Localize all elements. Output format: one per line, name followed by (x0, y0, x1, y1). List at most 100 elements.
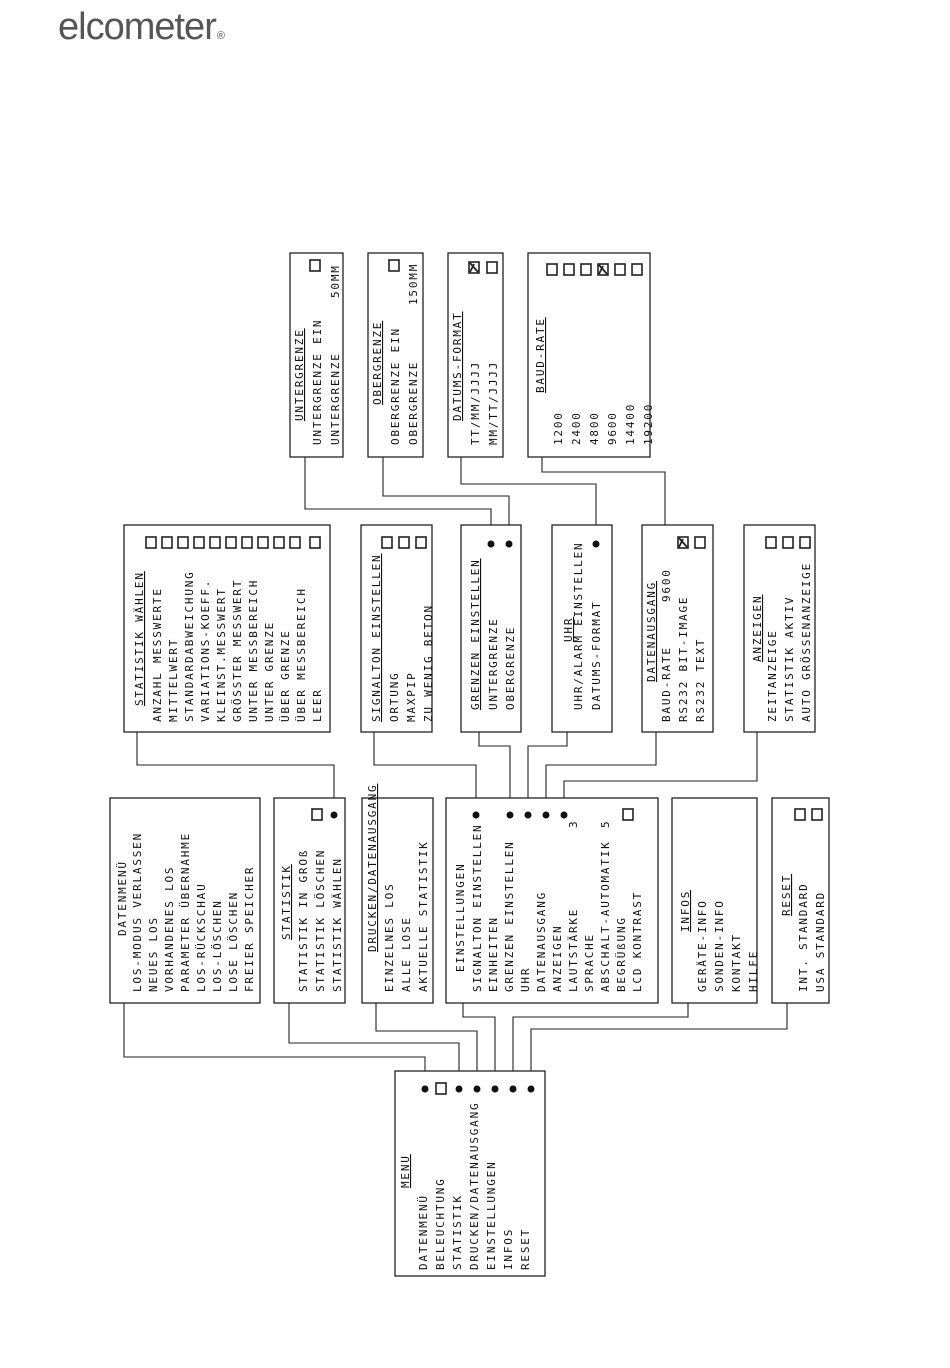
signalton-checkbox-1-icon[interactable] (381, 536, 393, 549)
statistik-waehlen-checkbox-5-icon[interactable] (209, 536, 221, 549)
baudrate-item-3[interactable]: 4800 (588, 411, 601, 445)
obergrenze-item-2[interactable]: OBERGRENZE (407, 361, 420, 445)
baudrate-item-4[interactable]: 9600 (606, 411, 619, 445)
reset-item-1[interactable]: INT. STANDARD (797, 883, 810, 993)
menu-item-drucken[interactable]: DRUCKEN/DATENAUSGANG (468, 1102, 481, 1270)
statistik-checkbox-icon[interactable] (311, 808, 323, 821)
einstellungen-item-5[interactable]: DATENAUSGANG (535, 891, 548, 992)
anzeigen-item-1[interactable]: ZEITANZEIGE (766, 629, 779, 722)
baudrate-checkbox-2-icon[interactable] (563, 263, 575, 276)
reset-checkbox-1-icon[interactable] (794, 808, 806, 821)
datenmenu-item-5[interactable]: LOS-RÜCKSCHAU (195, 883, 208, 993)
statistik-waehlen-item-3[interactable]: STANDARDABWEICHUNG (183, 570, 196, 722)
untergrenze-checkbox-icon[interactable] (309, 259, 321, 272)
uhr-item-2[interactable]: DATUMS-FORMAT (590, 601, 603, 711)
signalton-checkbox-3-icon[interactable] (415, 536, 427, 549)
menu-item-reset[interactable]: RESET (519, 1228, 532, 1270)
signalton-item-2[interactable]: MAXPIP (405, 671, 418, 722)
baudrate-checkbox-5-icon[interactable] (614, 263, 626, 276)
einstellungen-item-8[interactable]: SPRACHE (583, 933, 596, 992)
datenausgang-checkbox-icon[interactable] (694, 536, 706, 549)
menu-item-infos[interactable]: INFOS (502, 1228, 515, 1270)
menu-item-statistik[interactable]: STATISTIK (451, 1194, 464, 1270)
anzeigen-item-2[interactable]: STATISTIK AKTIV (783, 596, 796, 722)
datenmenu-item-8[interactable]: FREIER SPEICHER (243, 866, 256, 992)
drucken-item-3[interactable]: AKTUELLE STATISTIK (417, 840, 430, 992)
statistik-waehlen-item-9[interactable]: ÜBER GRENZE (279, 629, 292, 722)
untergrenze-item-2[interactable]: UNTERGRENZE (329, 352, 342, 445)
statistik-waehlen-item-6[interactable]: GRÖSSTER MESSWERT (231, 579, 244, 722)
untergrenze-item-1[interactable]: UNTERGRENZE EIN (311, 319, 324, 445)
infos-item-4[interactable]: HILFE (747, 950, 760, 992)
einstellungen-checkbox-icon[interactable] (622, 808, 634, 821)
anzeigen-checkbox-1-icon[interactable] (765, 536, 777, 549)
statistik-waehlen-checkbox-10-icon[interactable] (289, 536, 301, 549)
datumsformat-checkbox-icon[interactable] (486, 261, 498, 274)
statistik-waehlen-checkbox-3-icon[interactable] (177, 536, 189, 549)
datenausgang-item-3[interactable]: RS232 TEXT (694, 638, 707, 722)
statistik-waehlen-item-10[interactable]: ÜBER MESSBEREICH (295, 587, 308, 722)
baudrate-item-6[interactable]: 19200 (642, 403, 655, 445)
menu-item-einstellungen[interactable]: EINSTELLUNGEN (485, 1161, 498, 1271)
grenzen-item-2[interactable]: OBERGRENZE (504, 626, 517, 710)
statistik-waehlen-item-11[interactable]: LEER (311, 688, 324, 722)
statistik-waehlen-checkbox-6-icon[interactable] (225, 536, 237, 549)
baudrate-item-5[interactable]: 14400 (624, 403, 637, 445)
datenmenu-item-1[interactable]: LOS-MODUS VERLASSEN (131, 832, 144, 992)
statistik-waehlen-item-8[interactable]: UNTER GRENZE (263, 621, 276, 722)
statistik-waehlen-checkbox-11-icon[interactable] (309, 536, 321, 549)
obergrenze-item-1[interactable]: OBERGRENZE EIN (389, 327, 402, 445)
datumsformat-item-2[interactable]: MM/TT/JJJJ (487, 361, 500, 445)
einstellungen-item-11[interactable]: LCD KONTRAST (631, 891, 644, 992)
signalton-item-3[interactable]: ZU WENIG BETON (422, 604, 435, 722)
einstellungen-item-7[interactable]: LAUTSTÄRKE (567, 908, 580, 992)
einstellungen-item-1[interactable]: SIGNALTON EINSTELLEN (471, 824, 484, 992)
statistik-waehlen-checkbox-1-icon[interactable] (145, 536, 157, 549)
einstellungen-item-10[interactable]: BEGRÜßUNG (615, 916, 628, 992)
menu-item-datenmenu[interactable]: DATENMENÜ (417, 1194, 430, 1270)
datenmenu-item-2[interactable]: NEUES LOS (147, 916, 160, 992)
infos-item-1[interactable]: GERÄTE-INFO (696, 899, 709, 992)
statistik-waehlen-checkbox-9-icon[interactable] (273, 536, 285, 549)
statistik-item-2[interactable]: STATISTIK LÖSCHEN (314, 849, 327, 992)
beleuchtung-checkbox-icon[interactable] (435, 1082, 447, 1095)
statistik-waehlen-item-4[interactable]: VARIATIONS-KOEFF. (199, 579, 212, 722)
infos-item-2[interactable]: SONDEN-INFO (713, 899, 726, 992)
datenmenu-item-4[interactable]: PARAMETER ÜBERNAHME (179, 832, 192, 992)
datenmenu-item-3[interactable]: VORHANDENES LOS (163, 866, 176, 992)
statistik-waehlen-item-7[interactable]: UNTER MESSBEREICH (247, 579, 260, 722)
statistik-waehlen-item-1[interactable]: ANZAHL MESSWERTE (151, 587, 164, 722)
obergrenze-checkbox-icon[interactable] (388, 259, 400, 272)
drucken-item-2[interactable]: ALLE LOSE (400, 916, 413, 992)
statistik-waehlen-item-5[interactable]: KLEINST.MESSWERT (215, 587, 228, 722)
baudrate-checkbox-6-icon[interactable] (631, 263, 643, 276)
signalton-item-1[interactable]: ORTUNG (388, 671, 401, 722)
einstellungen-item-6[interactable]: ANZEIGEN (551, 925, 564, 992)
reset-item-2[interactable]: USA STANDARD (814, 891, 827, 992)
baudrate-checkbox-1-icon[interactable] (546, 263, 558, 276)
datenausgang-item-2[interactable]: RS232 BIT-IMAGE (677, 596, 690, 722)
infos-item-3[interactable]: KONTAKT (730, 933, 743, 992)
reset-checkbox-2-icon[interactable] (811, 808, 823, 821)
statistik-item-3[interactable]: STATISTIK WÄHLEN (331, 857, 344, 992)
datumsformat-item-1[interactable]: TT/MM/JJJJ (469, 361, 482, 445)
einstellungen-item-4[interactable]: UHR (519, 967, 532, 992)
baudrate-checkbox-3-icon[interactable] (580, 263, 592, 276)
statistik-waehlen-item-2[interactable]: MITTELWERT (167, 638, 180, 722)
datenmenu-item-6[interactable]: LOS-LÖSCHEN (211, 899, 224, 992)
statistik-waehlen-checkbox-4-icon[interactable] (193, 536, 205, 549)
grenzen-item-1[interactable]: UNTERGRENZE (487, 617, 500, 710)
drucken-item-1[interactable]: EINZELNES LOS (383, 883, 396, 993)
statistik-waehlen-checkbox-2-icon[interactable] (161, 536, 173, 549)
einstellungen-item-9[interactable]: ABSCHALT-AUTOMATIK (599, 840, 612, 992)
statistik-item-1[interactable]: STATISTIK IN GROß (297, 849, 310, 992)
datenausgang-item-1[interactable]: BAUD-RATE (660, 646, 673, 722)
uhr-item-1[interactable]: UHR/ALARM EINSTELLEN (572, 542, 585, 710)
baudrate-item-2[interactable]: 2400 (570, 411, 583, 445)
einstellungen-item-2[interactable]: EINHEITEN (487, 916, 500, 992)
anzeigen-item-3[interactable]: AUTO GRÖSSENANZEIGE (800, 562, 813, 722)
signalton-checkbox-2-icon[interactable] (398, 536, 410, 549)
statistik-waehlen-checkbox-8-icon[interactable] (257, 536, 269, 549)
statistik-waehlen-checkbox-7-icon[interactable] (241, 536, 253, 549)
datenmenu-item-7[interactable]: LOSE LÖSCHEN (227, 891, 240, 992)
